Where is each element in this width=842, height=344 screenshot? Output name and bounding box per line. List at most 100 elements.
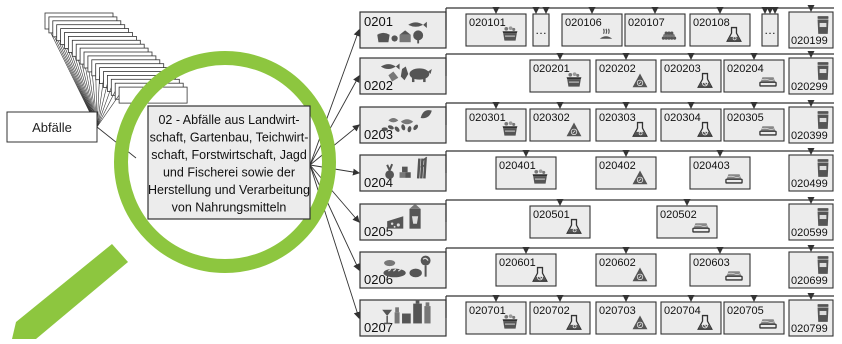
waste-code-020699[interactable]: 020699	[788, 251, 834, 289]
flask-icon	[566, 218, 582, 234]
prohibited-icon	[697, 121, 713, 137]
flask-icon	[726, 26, 742, 42]
item-code: 020202	[599, 63, 636, 75]
fan-arrow	[309, 75, 360, 166]
subgroup-code: 0205	[364, 224, 393, 239]
focus-line-2: schaft, Gartenbau, Teichwirt-	[150, 131, 309, 145]
waste-code-020502[interactable]: 020502	[656, 205, 718, 239]
waste-code-020599[interactable]: 020599	[788, 203, 834, 241]
ellipsis-item[interactable]: …	[761, 13, 779, 47]
item-box-frame	[532, 13, 550, 47]
item-code: 020699	[791, 275, 828, 287]
waste-code-020204[interactable]: 020204	[723, 59, 785, 93]
waste-code-020299[interactable]: 020299	[788, 57, 834, 95]
waste-code-020106[interactable]: 020106	[561, 13, 623, 47]
flask-icon	[566, 314, 582, 330]
item-code: 020603	[693, 257, 730, 269]
focus-line-4: und Fischerei sowie der	[163, 166, 295, 180]
item-box-frame	[660, 301, 722, 335]
waste-code-020101[interactable]: 020101	[465, 13, 527, 47]
focus-line-5: Herstellung und Verarbeitung	[148, 183, 310, 197]
subgroup-code: 0202	[364, 78, 393, 93]
subgroup-box-0206[interactable]: 0206	[359, 248, 447, 289]
waste-code-020704[interactable]: 020704	[660, 301, 722, 335]
trash-bin-icon	[817, 111, 829, 129]
waste-code-020302[interactable]: 020302	[529, 108, 591, 142]
waste-code-020399[interactable]: 020399	[788, 106, 834, 144]
flask-icon	[632, 121, 648, 137]
stack-connector	[52, 28, 98, 128]
sludge-icon	[759, 126, 777, 136]
item-box-frame	[465, 13, 527, 47]
item-box-frame	[656, 205, 718, 239]
stack-connector	[96, 79, 104, 128]
subgroup-box-0202[interactable]: 0202	[359, 54, 447, 95]
subgroup-box-0203[interactable]: 0203	[359, 103, 447, 144]
prohibited-icon	[697, 314, 713, 330]
waste-code-020401[interactable]: 020401	[495, 156, 557, 190]
waste-code-020705[interactable]: 020705	[723, 301, 785, 335]
waste-code-020199[interactable]: 020199	[788, 11, 834, 49]
sludge-icon	[759, 319, 777, 329]
waste-code-020499[interactable]: 020499	[788, 154, 834, 192]
waste-code-020602[interactable]: 020602	[595, 253, 657, 287]
waste-code-020202[interactable]: 020202	[595, 59, 657, 93]
subgroup-box-0207[interactable]: 0207	[359, 296, 447, 337]
waste-code-020601[interactable]: 020601	[495, 253, 557, 287]
item-box-frame	[689, 156, 751, 190]
dumpster-icon	[502, 121, 518, 136]
focus-category-box[interactable]: 02 - Abfälle aus Landwirt-schaft, Garten…	[147, 105, 311, 220]
waste-code-020402[interactable]: 020402	[595, 156, 657, 190]
item-code: 020799	[791, 323, 828, 335]
root-node: Abfälle	[6, 111, 137, 159]
fan-arrow	[309, 164, 360, 271]
item-code: 020299	[791, 81, 828, 93]
ellipsis-item[interactable]: …	[532, 13, 550, 47]
sludge-icon	[725, 174, 743, 184]
waste-code-020107[interactable]: 020107	[624, 13, 686, 47]
stack-connector	[48, 24, 98, 128]
waste-code-020702[interactable]: 020702	[529, 301, 591, 335]
item-code: 020499	[791, 178, 828, 190]
dumpster-icon	[532, 169, 548, 184]
recycle-triangle-icon	[632, 267, 648, 282]
waste-code-020301[interactable]: 020301	[465, 108, 527, 142]
stack-connector	[96, 83, 108, 128]
focus-line-6: von Nahrungsmitteln	[172, 201, 287, 215]
trash-bin-icon	[817, 159, 829, 177]
waste-code-020305[interactable]: 020305	[723, 108, 785, 142]
ellipsis-label: …	[535, 23, 547, 37]
subgroup-box-0205[interactable]: 0205	[359, 200, 447, 241]
sludge-icon	[692, 223, 710, 233]
waste-code-020501[interactable]: 020501	[529, 205, 591, 239]
waste-code-020403[interactable]: 020403	[689, 156, 751, 190]
stack-connector	[96, 87, 112, 128]
subgroup-code: 0201	[364, 14, 393, 29]
fish-meat-icon	[380, 63, 432, 83]
recycle-triangle-icon	[566, 122, 582, 137]
item-box-frame	[689, 253, 751, 287]
item-code: 020303	[599, 112, 636, 124]
waste-code-020303[interactable]: 020303	[595, 108, 657, 142]
subgroup-box-0204[interactable]: 0204	[359, 151, 447, 192]
item-box-frame	[561, 13, 623, 47]
waste-code-020701[interactable]: 020701	[465, 301, 527, 335]
waste-code-020304[interactable]: 020304	[660, 108, 722, 142]
item-code: 020402	[599, 160, 636, 172]
waste-code-020108[interactable]: 020108	[689, 13, 751, 47]
item-box-frame	[465, 108, 527, 142]
subgroup-code: 0207	[364, 320, 393, 335]
waste-code-020703[interactable]: 020703	[595, 301, 657, 335]
item-code: 020704	[664, 305, 701, 317]
subgroup-code: 0204	[364, 175, 393, 190]
waste-code-020201[interactable]: 020201	[529, 59, 591, 93]
subgroup-box-0201[interactable]: 0201	[359, 8, 447, 49]
sludge-icon	[759, 77, 777, 87]
waste-code-020603[interactable]: 020603	[689, 253, 751, 287]
item-code: 020301	[469, 112, 506, 124]
focus-line-1: 02 - Abfälle aus Landwirt-	[158, 113, 299, 127]
waste-code-020203[interactable]: 020203	[660, 59, 722, 93]
waste-code-020799[interactable]: 020799	[788, 299, 834, 337]
